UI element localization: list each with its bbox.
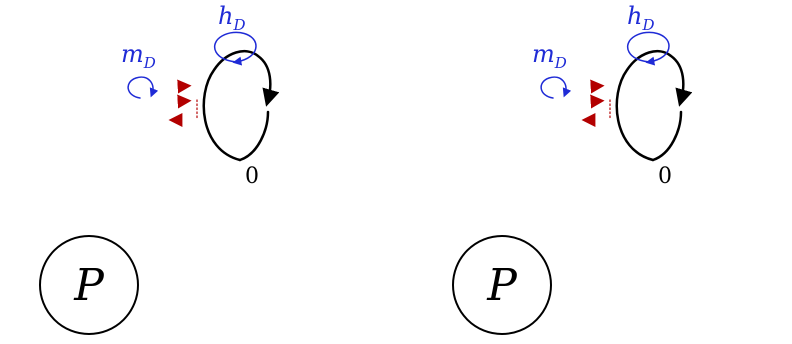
attaching-circle-lower [651,110,683,162]
strand-arrow-right-top [590,79,605,94]
meridian-m-label-left: mD [121,40,156,72]
strand-arrow-right-mid [177,94,192,109]
disk-p-circle [39,235,139,335]
disk-p-label: P [486,260,518,311]
handle-strands-left [185,63,282,148]
meridian-m-left: mD [121,40,159,99]
attaching-circle-left [202,50,280,162]
handle-strands-right [598,66,694,148]
handle-strand-c [190,119,240,120]
meridian-m-label-right: mD [532,40,567,72]
handle-strand-hook [641,72,694,148]
panel-left: hD mD 0 P [39,2,282,335]
disk-p-left: P [39,235,139,335]
attaching-circle-right [615,50,693,162]
disk-p-label: P [73,260,105,311]
strand-arrows-right [581,79,605,127]
meridian-h-label-left: hD [218,2,246,34]
panel-right: hD mD 0 P [452,2,694,335]
handle-strand-b [598,84,668,101]
handle-strand-b [185,98,238,101]
meridian-m-right: mD [532,40,572,99]
framing-label-left: 0 [245,164,259,189]
framing-label-right: 0 [658,164,672,189]
disk-p-right: P [452,235,552,335]
disk-p-circle [452,235,552,335]
handle-strand-c [603,119,652,120]
meridian-m-loop [540,76,572,99]
meridian-m-loop [127,76,159,99]
meridian-h-label-right: hD [627,2,655,34]
meridian-h-loop [213,31,257,66]
handle-strand-a [185,63,253,86]
strand-arrows-left [168,79,192,127]
attaching-circle-lower [238,110,270,162]
meridian-h-right: hD [626,2,670,66]
handle-strand-a [598,66,672,86]
meridian-h-left: hD [213,2,257,66]
handle-strand-hook [229,72,282,148]
strand-arrow-right-mid [590,94,605,109]
meridian-h-loop [626,31,670,66]
strand-arrow-right-top [177,79,192,94]
